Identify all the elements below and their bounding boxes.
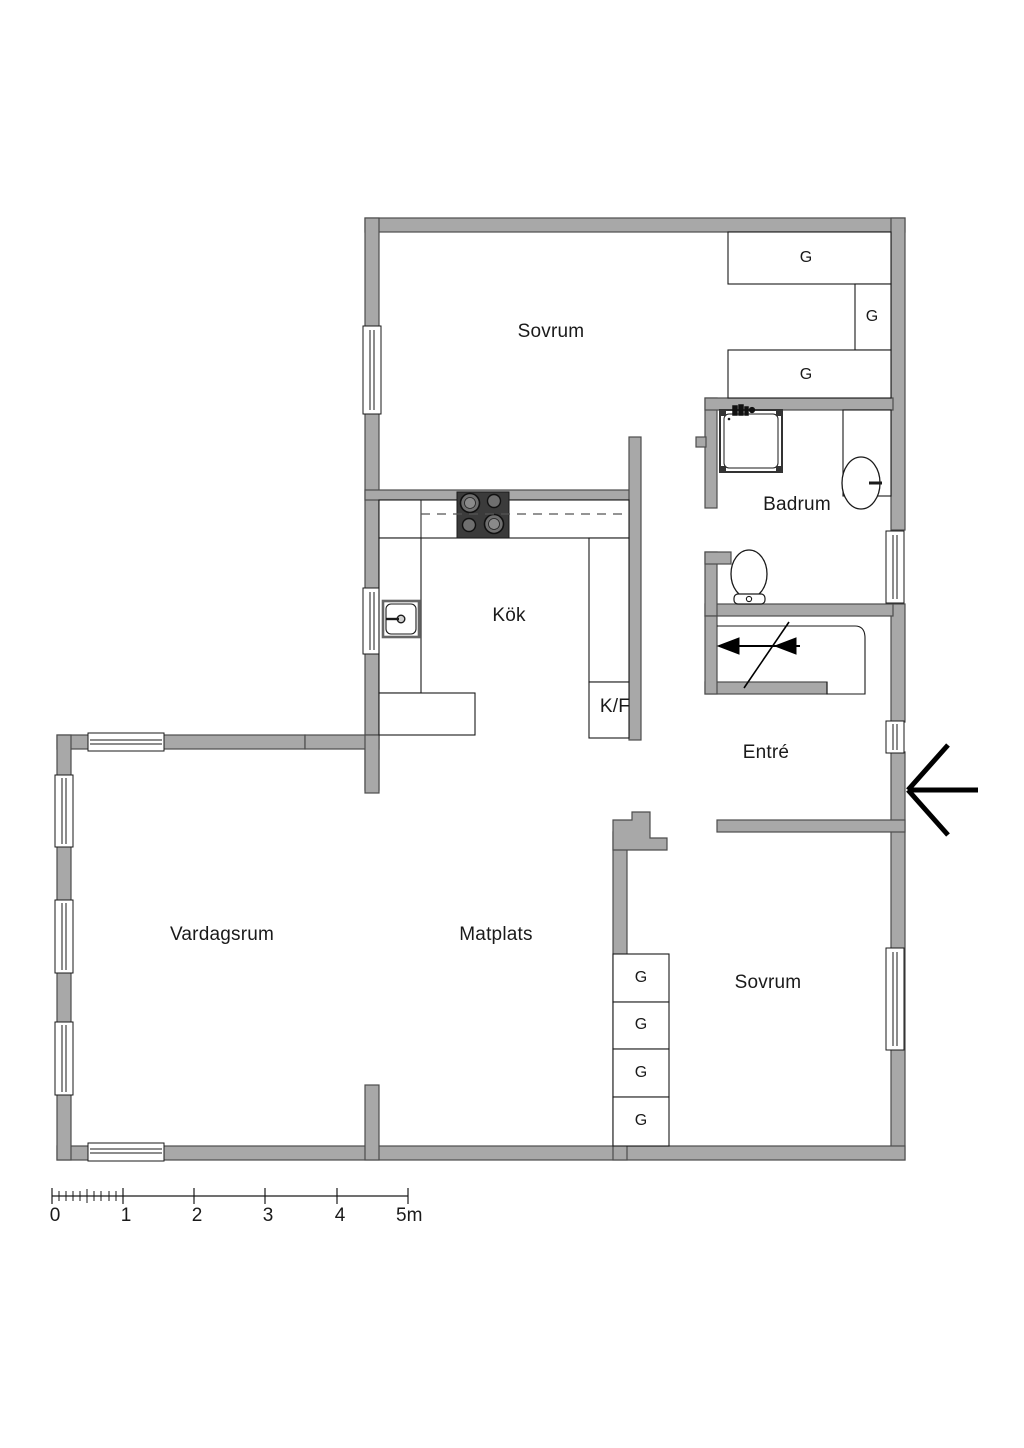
wall-hall-closet-bottom	[704, 681, 828, 695]
closet-label-bottom-1: G	[635, 969, 647, 986]
sliding-door-diagonal	[743, 621, 790, 689]
stove-cooktop	[456, 491, 510, 539]
wall-right-upper	[890, 217, 906, 531]
toilet	[730, 549, 768, 605]
room-label-kyl-frys: K/F	[600, 696, 630, 717]
sliding-arrow-left-1	[716, 637, 740, 655]
shower-mixer-fittings	[732, 404, 756, 416]
wall-bathroom-door-jamb	[695, 436, 707, 448]
wall-left-upper	[364, 217, 380, 791]
scale-minor-ticks	[58, 1189, 117, 1203]
closet-label-top-2: G	[866, 308, 878, 325]
stove-burner-small-1	[486, 493, 502, 509]
wall-bottom-exterior-right	[56, 1145, 906, 1161]
scale-label-0: 0	[50, 1205, 61, 1226]
bathroom-washbasin	[841, 456, 882, 510]
shower-corner-1	[721, 411, 726, 416]
window-entre-right	[885, 720, 905, 754]
entrance-arrow	[906, 743, 978, 837]
window-livingroom-left-1	[54, 774, 74, 848]
wall-living-dining-stub	[364, 1084, 380, 1161]
window-bedroom-top-left	[362, 325, 382, 415]
room-label-kok: Kök	[492, 605, 526, 626]
wall-right-mid	[890, 603, 906, 723]
kitchen-counter-bottom	[378, 692, 476, 736]
closet-top-1-box	[727, 231, 892, 285]
closet-label-bottom-3: G	[635, 1064, 647, 1081]
closet-bottom-4-box	[612, 1096, 670, 1147]
wall-kitchen-right	[628, 436, 642, 741]
scale-label-1: 1	[121, 1205, 132, 1226]
shower-corner-4	[776, 466, 781, 471]
closet-label-bottom-2: G	[635, 1016, 647, 1033]
wall-wc-left-stub2	[704, 551, 732, 565]
sliding-arrow-left-2	[773, 637, 797, 655]
room-label-badrum: Badrum	[763, 494, 831, 515]
wall-bathroom-left	[704, 397, 718, 509]
window-bathroom-right	[885, 530, 905, 604]
wall-hall-closet-left	[704, 615, 718, 695]
scale-bar-labels: 0 1 2 3 4 5m	[50, 1205, 423, 1226]
room-label-entre: Entré	[743, 742, 789, 763]
room-label-matplats: Matplats	[459, 924, 532, 945]
room-labels: Sovrum Kök Badrum Entré Vardagsrum Matpl…	[170, 321, 831, 993]
shower-corner-2	[776, 411, 781, 416]
windows	[54, 325, 905, 1162]
window-livingroom-top	[87, 732, 165, 752]
closet-bottom-3-box	[612, 1048, 670, 1098]
window-livingroom-bottom	[87, 1142, 165, 1162]
room-label-sovrum-bottom: Sovrum	[735, 972, 802, 993]
window-livingroom-left-3	[54, 1021, 74, 1096]
window-kitchen-left	[362, 587, 382, 655]
wall-kitchen-dining-vertical	[364, 734, 380, 794]
hall-closet-outline	[717, 625, 866, 695]
scale-label-4: 4	[335, 1205, 346, 1226]
closet-label-top-1: G	[800, 249, 812, 266]
kitchen-fridge-freezer	[588, 681, 630, 739]
wall-top-exterior	[364, 217, 906, 233]
scale-label-5m: 5m	[396, 1205, 422, 1226]
wall-bathroom-bottom	[704, 603, 894, 617]
kitchen-tall-units	[588, 537, 630, 683]
shower-cabin	[719, 404, 783, 473]
sliding-door-arrows	[716, 621, 800, 689]
closet-label-top-3: G	[800, 366, 812, 383]
wall-bedroom-bottom-corner	[612, 811, 668, 851]
closet-label-bottom-4: G	[635, 1112, 647, 1129]
kitchen-sink	[381, 599, 421, 639]
shower-corner-3	[721, 466, 726, 471]
wall-entre-bedroom-divider	[716, 819, 906, 833]
closet-bottom-1-box	[612, 953, 670, 1003]
closet-top-2-box	[854, 283, 892, 351]
closet-labels: G G G G G G G	[635, 249, 878, 1129]
scale-bar	[51, 1188, 409, 1204]
closet-top-3-box	[727, 349, 892, 399]
scale-label-3: 3	[263, 1205, 274, 1226]
window-bedroom-bottom-right	[885, 947, 905, 1051]
scale-label-2: 2	[192, 1205, 203, 1226]
room-label-sovrum-top: Sovrum	[518, 321, 585, 342]
stove-burner-small-2	[461, 517, 477, 533]
window-livingroom-left-2	[54, 899, 74, 974]
room-label-vardagsrum: Vardagsrum	[170, 924, 274, 945]
